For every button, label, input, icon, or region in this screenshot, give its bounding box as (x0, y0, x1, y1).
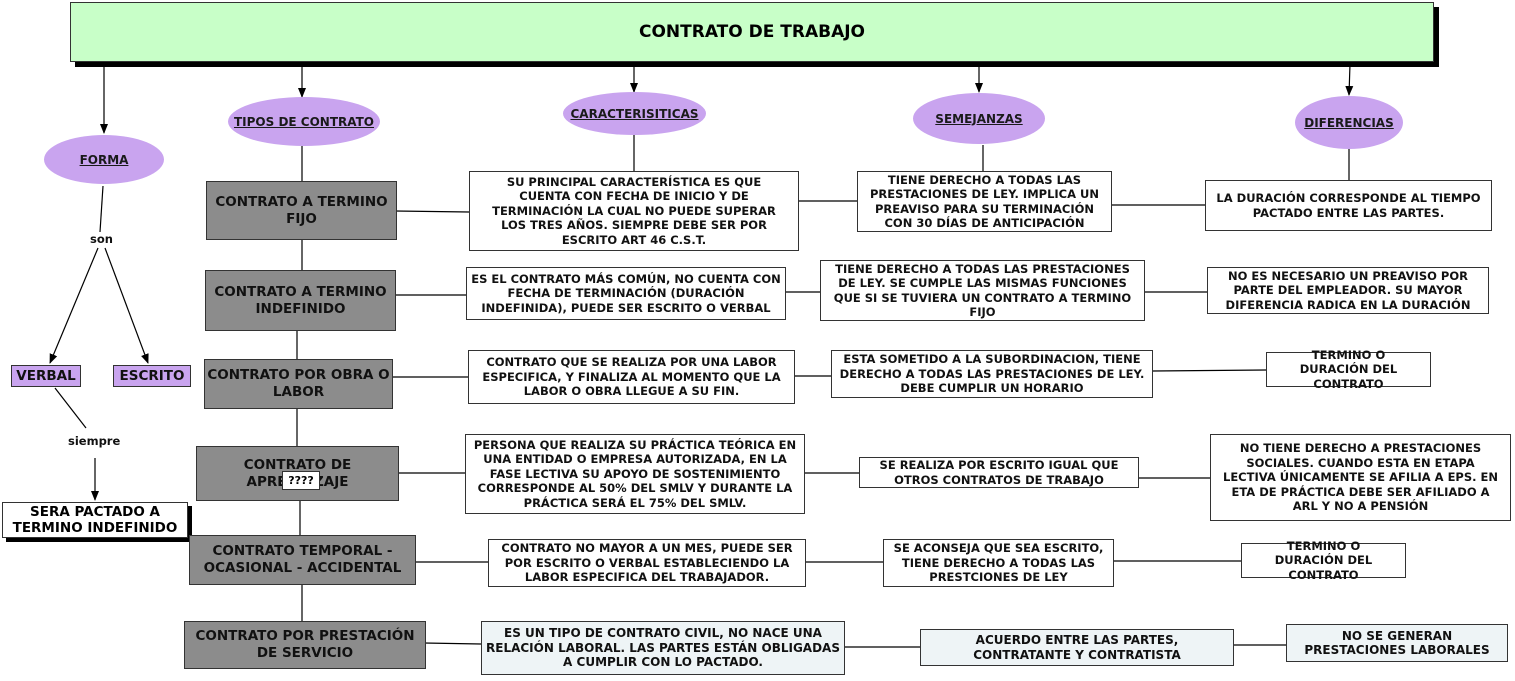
label-siempre: siempre (68, 434, 121, 448)
header-tipos-de-contrato: TIPOS DE CONTRATO (228, 97, 380, 146)
tipo-box: CONTRATO DE APRENDIZAJE (196, 446, 399, 501)
tipo-box: CONTRATO TEMPORAL - OCASIONAL - ACCIDENT… (189, 535, 416, 585)
header-caracteristicas: CARACTERISITICAS (563, 92, 706, 135)
caracteristica-box: CONTRATO QUE SE REALIZA POR UNA LABOR ES… (468, 350, 795, 404)
header-forma: FORMA (44, 135, 164, 184)
diferencia-box: NO TIENE DERECHO A PRESTACIONES SOCIALES… (1210, 434, 1511, 521)
tipo-box: CONTRATO POR OBRA O LABOR (204, 359, 393, 409)
forma-result-box: SERA PACTADO A TERMINO INDEFINIDO (2, 502, 188, 538)
forma-verbal: VERBAL (11, 365, 81, 387)
caracteristica-box: PERSONA QUE REALIZA SU PRÁCTICA TEÓRICA … (465, 434, 805, 514)
diferencia-box: LA DURACIÓN CORRESPONDE AL TIEMPO PACTAD… (1205, 180, 1492, 231)
diferencia-box: NO ES NECESARIO UN PREAVISO POR PARTE DE… (1207, 267, 1489, 314)
diferencia-box: TERMINO O DURACIÓN DEL CONTRATO (1266, 348, 1431, 391)
semejanza-box: SE ACONSEJA QUE SEA ESCRITO, TIENE DEREC… (883, 539, 1114, 587)
semejanza-box: SE REALIZA POR ESCRITO IGUAL QUE OTROS C… (859, 457, 1139, 488)
caracteristica-box: ES UN TIPO DE CONTRATO CIVIL, NO NACE UN… (481, 621, 845, 675)
caracteristica-box: SU PRINCIPAL CARACTERÍSTICA ES QUE CUENT… (469, 171, 799, 251)
forma-escrito: ESCRITO (113, 365, 191, 387)
header-diferencias: DIFERENCIAS (1295, 96, 1403, 149)
overlay-question-marks: ???? (282, 471, 320, 490)
semejanza-box: ESTA SOMETIDO A LA SUBORDINACION, TIENE … (831, 350, 1153, 398)
diferencia-box: NO SE GENERAN PRESTACIONES LABORALES (1286, 624, 1508, 662)
tipo-box: CONTRATO A TERMINO INDEFINIDO (205, 270, 396, 331)
caracteristica-box: CONTRATO NO MAYOR A UN MES, PUEDE SER PO… (488, 539, 806, 587)
diferencia-box: TERMINO O DURACIÓN DEL CONTRATO (1241, 539, 1406, 582)
caracteristica-box: ES EL CONTRATO MÁS COMÚN, NO CUENTA CON … (466, 267, 786, 320)
tipo-box: CONTRATO POR PRESTACIÓN DE SERVICIO (184, 621, 426, 669)
label-son: son (90, 232, 113, 246)
semejanza-box: TIENE DERECHO A TODAS LAS PRESTACIONES D… (857, 171, 1112, 232)
tipo-box: CONTRATO A TERMINO FIJO (206, 181, 397, 240)
main-title: CONTRATO DE TRABAJO (70, 2, 1434, 62)
semejanza-box: ACUERDO ENTRE LAS PARTES, CONTRATANTE Y … (920, 629, 1234, 666)
semejanza-box: TIENE DERECHO A TODAS LAS PRESTACIONES D… (820, 260, 1145, 321)
header-semejanzas: SEMEJANZAS (913, 93, 1045, 144)
